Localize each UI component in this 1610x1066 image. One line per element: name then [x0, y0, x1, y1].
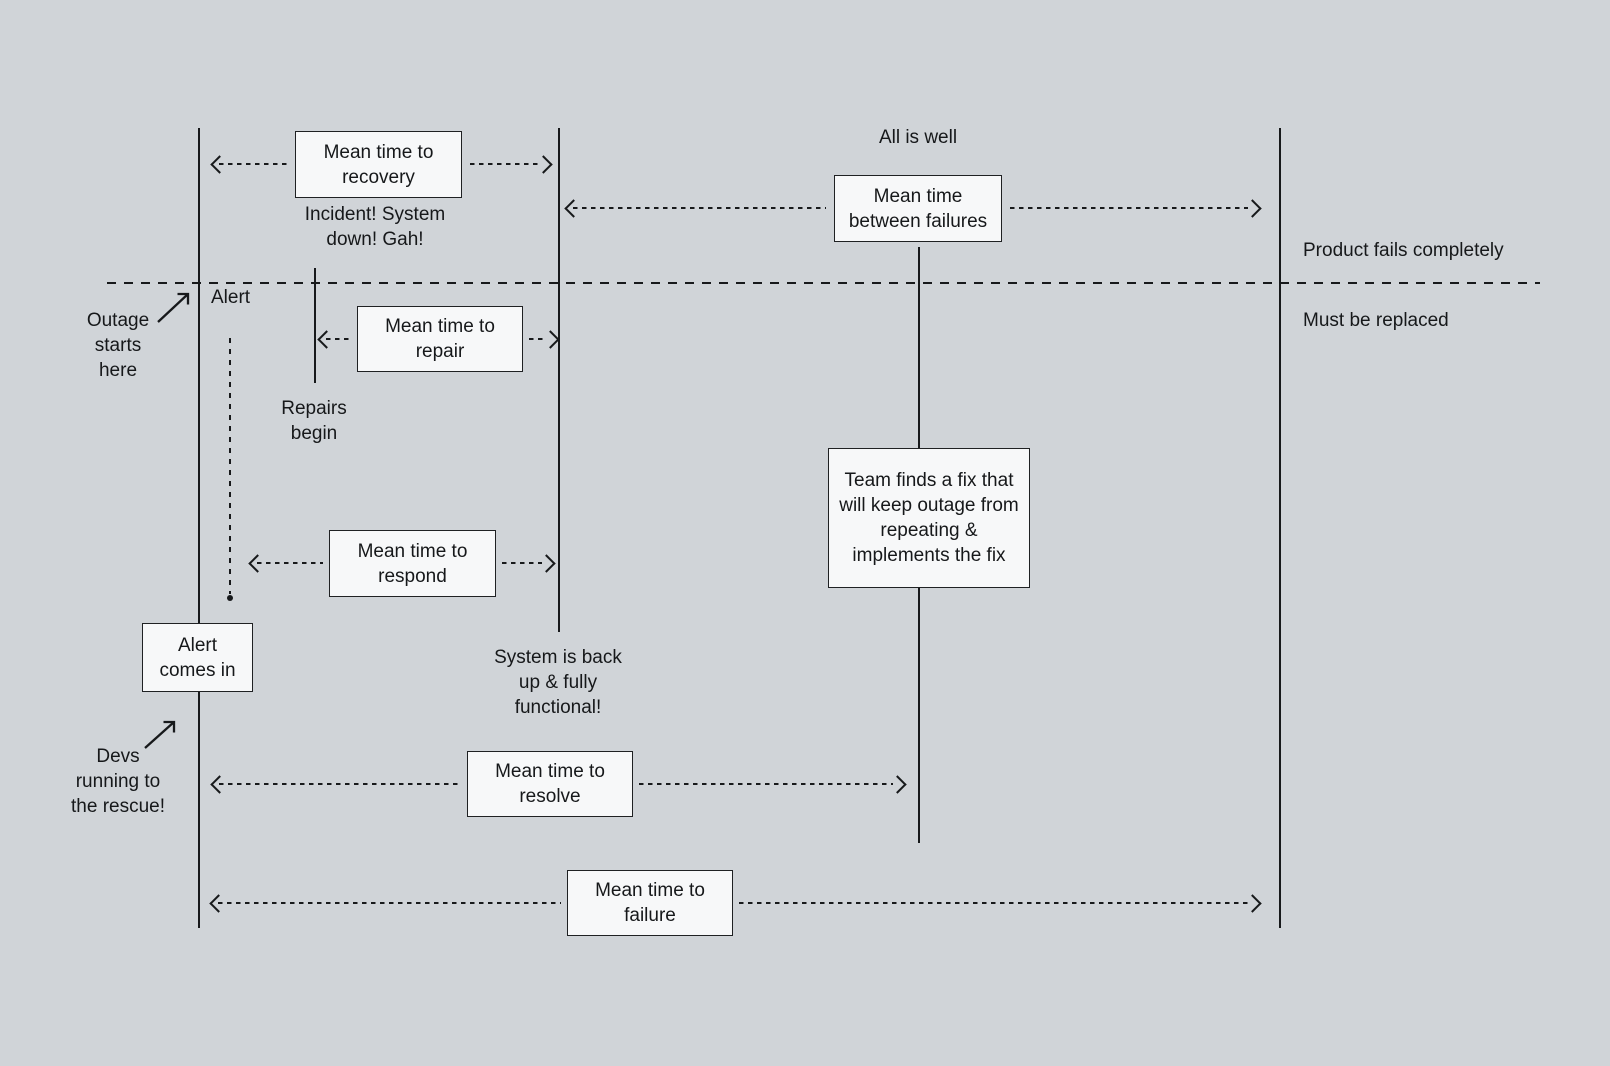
arrowhead-right-icon: [534, 155, 553, 174]
arrow-shaft: [219, 163, 287, 166]
arrow-shaft: [739, 902, 1248, 905]
label-alert: Alert: [211, 287, 251, 308]
arrowhead-right-icon: [888, 775, 907, 794]
divider-dashed-line: [107, 282, 1540, 284]
arrow-shaft: [257, 562, 323, 565]
arrow-shaft: [219, 783, 461, 786]
label-outage-starts-here: Outage starts here: [86, 310, 150, 381]
box-team-finds-fix-label: Team finds a fix that will keep outage f…: [839, 470, 1019, 566]
arrowhead-right-icon: [537, 554, 556, 573]
label-product-fails-completely: Product fails completely: [1303, 240, 1504, 261]
box-team-finds-fix: Team finds a fix that will keep outage f…: [828, 448, 1030, 588]
box-mean-time-to-respond-label: Mean time to respond: [357, 540, 468, 587]
box-mean-time-to-failure: Mean time to failure: [567, 870, 733, 936]
arrowhead-right-icon: [1243, 199, 1262, 218]
alert-line-end-dot: [227, 595, 233, 601]
timeline-system-restored: [558, 128, 560, 632]
label-devs-rescue: Devs running to the rescue!: [71, 746, 165, 817]
outage-pointer-arrow: [157, 292, 190, 323]
box-alert-comes-in: Alert comes in: [142, 623, 253, 692]
box-mean-time-to-failure-label: Mean time to failure: [595, 880, 705, 926]
box-mean-time-to-recovery: Mean time to recovery: [295, 131, 462, 198]
box-mean-time-to-resolve-label: Mean time to resolve: [495, 761, 605, 807]
label-must-be-replaced: Must be replaced: [1303, 310, 1449, 331]
alert-dotted-line: [229, 338, 231, 594]
tick-repairs-begin: [314, 268, 316, 383]
arrow-shaft: [639, 783, 893, 786]
box-alert-comes-in-label: Alert comes in: [159, 634, 236, 681]
box-mean-time-to-repair-label: Mean time to repair: [385, 316, 495, 362]
arrow-shaft: [470, 163, 538, 166]
label-all-is-well: All is well: [878, 127, 958, 148]
arrow-shaft: [1010, 207, 1248, 210]
arrow-shaft: [529, 338, 547, 341]
devs-pointer-arrow: [144, 720, 176, 749]
box-mean-time-to-repair: Mean time to repair: [357, 306, 523, 372]
label-system-back-up: System is back up & fully functional!: [494, 647, 622, 718]
box-mean-time-to-recovery-label: Mean time to recovery: [323, 141, 434, 188]
box-mean-time-to-resolve: Mean time to resolve: [467, 751, 633, 817]
arrowhead-right-icon: [541, 330, 560, 349]
arrow-shaft: [502, 562, 542, 565]
timeline-product-fails: [1279, 128, 1281, 928]
arrow-shaft: [573, 207, 826, 210]
label-repairs-begin: Repairs begin: [281, 398, 347, 444]
timeline-outage-start: [198, 128, 200, 928]
arrow-shaft: [326, 338, 351, 341]
arrow-shaft: [218, 902, 561, 905]
box-mean-time-to-respond: Mean time to respond: [329, 530, 496, 597]
arrowhead-right-icon: [1243, 894, 1262, 913]
label-incident-system-down: Incident! System down! Gah!: [304, 204, 446, 250]
box-mean-time-between-failures-label: Mean time between failures: [848, 185, 988, 232]
box-mean-time-between-failures: Mean time between failures: [834, 175, 1002, 242]
